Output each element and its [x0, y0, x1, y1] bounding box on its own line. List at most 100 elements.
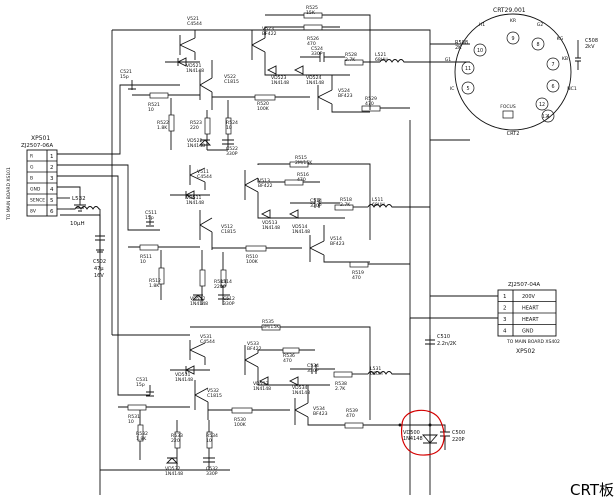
crt-pin-number: 5 — [466, 86, 469, 92]
component-value: 470 — [283, 358, 292, 364]
component-value: 1N4148 — [292, 390, 310, 396]
crt-pin-number: 6 — [551, 84, 554, 90]
xp501-wires — [57, 84, 180, 396]
component-value: 15p — [120, 74, 129, 80]
crt-pin — [546, 79, 560, 93]
component-designator: R518 — [340, 197, 352, 203]
crt-focus-label: FOCUS — [500, 104, 516, 110]
component-value: 10 — [226, 125, 232, 131]
component-designator: C512 — [223, 296, 235, 302]
component-value: 220 — [214, 284, 223, 290]
component-designator: C532 — [206, 466, 218, 472]
crt-pin-letter: 13 — [542, 114, 548, 120]
component-value: 1.8K — [136, 436, 147, 442]
crt-pin-number: 11 — [465, 66, 471, 72]
component-designator: V522 — [224, 74, 236, 80]
component-value: 470 — [352, 275, 361, 281]
component-designator: V533 — [247, 341, 259, 347]
component-designator: R510 — [246, 254, 258, 260]
component-value: 1N4148 — [165, 471, 183, 477]
component-designator: VD533 — [253, 381, 269, 387]
component-designator: R538 — [335, 381, 347, 387]
component-designator: VD523 — [271, 75, 287, 81]
component-designator: VD521 — [186, 63, 202, 69]
component-value: 10 — [128, 419, 134, 425]
crt-socket-outline — [454, 13, 572, 131]
xp502-pin-name: HEART — [522, 317, 539, 323]
crt-pin — [546, 57, 560, 71]
xp502-part: ZJ2507-04A — [508, 282, 540, 288]
component-designator: V521 — [187, 16, 199, 22]
component-designator: R524 — [226, 120, 238, 126]
crt-pin-letter: IC — [450, 86, 455, 92]
component-value: 330P — [307, 368, 319, 374]
component-designator: R522 — [157, 120, 169, 126]
xp501-pin-name: GND — [30, 187, 41, 193]
component-designator: C511 — [145, 210, 157, 216]
component-value: C1815 — [207, 393, 222, 399]
component-value: 100K — [234, 422, 247, 428]
component-designator: R519 — [352, 270, 364, 276]
crt-pin-number: 4 — [546, 114, 549, 120]
crt-pin-letter: KG — [557, 36, 564, 42]
component-value: 3M/15K — [262, 324, 280, 330]
component-value: BF423 — [313, 411, 328, 417]
l532-c502: L532 10μH C502 47μ 16V — [70, 196, 106, 279]
component-designator: R523 — [190, 120, 202, 126]
component-designator: R532 — [136, 431, 148, 437]
component-designator: C522 — [226, 146, 238, 152]
component-designator: R521 — [148, 102, 160, 108]
red-stage-labels: V521C4544V523BF422R52515KR526470C524330P… — [120, 5, 388, 157]
component-designator: VD513 — [262, 220, 278, 226]
component-value: 330P — [311, 51, 323, 57]
component-value: C1815 — [224, 79, 239, 85]
crt-r508-name: R508 — [455, 40, 468, 46]
component-value: 10 — [140, 259, 146, 265]
xp501-pin-number: 2 — [50, 165, 54, 171]
crt-pin-letter: NC1 — [567, 86, 577, 92]
component-designator: R513 — [214, 279, 226, 285]
xp501-pin-name: SENCE — [30, 198, 45, 204]
crt-pin — [473, 43, 487, 57]
component-value: 2.7K — [345, 57, 356, 63]
component-value: 2.7K — [340, 202, 351, 208]
component-designator: L511 — [372, 197, 383, 203]
xp501-title: XP501 — [31, 135, 50, 142]
component-designator: V534 — [313, 406, 325, 412]
component-value: 10 — [206, 438, 212, 444]
xp502-pin-number: 3 — [503, 317, 507, 323]
component-value: 68UH — [370, 371, 383, 377]
component-value: BF422 — [258, 183, 273, 189]
crt-pin-number: 10 — [477, 48, 483, 54]
component-designator: R525 — [306, 5, 318, 11]
component-designator: V532 — [207, 388, 219, 394]
xp502-side-text: TO MAIN BOARD XS402 — [506, 339, 560, 345]
component-designator: VD512 — [190, 296, 206, 302]
xp501-pin-number: 5 — [50, 198, 54, 204]
vd500-value: 1N4148 — [403, 436, 423, 442]
component-designator: R529 — [365, 96, 377, 102]
component-value: BF422 — [262, 31, 277, 37]
component-designator: V511 — [197, 169, 209, 175]
component-designator: R539 — [346, 408, 358, 414]
component-value: 1N4148 — [187, 143, 205, 149]
c502-name: C502 — [93, 259, 106, 265]
component-value: 15p — [145, 215, 154, 221]
component-value: 1N4148 — [262, 225, 280, 231]
component-value: 2M/15K — [295, 160, 313, 166]
component-value: C4544 — [200, 339, 215, 345]
component-value: 1N4148 — [253, 386, 271, 392]
component-designator: R515 — [295, 155, 307, 161]
component-value: 220 — [190, 125, 199, 131]
component-value: C1815 — [221, 229, 236, 235]
component-designator: R514 — [220, 279, 232, 285]
component-value: 15K — [306, 10, 316, 16]
component-value: BF423 — [330, 241, 345, 247]
component-value: 100K — [257, 106, 270, 112]
xp501-pin-name: R — [30, 154, 33, 160]
xp501-part: ZJ2507-06A — [21, 143, 53, 149]
xp502-pin-name: GND — [522, 329, 534, 335]
component-designator: VD522 — [187, 138, 203, 144]
